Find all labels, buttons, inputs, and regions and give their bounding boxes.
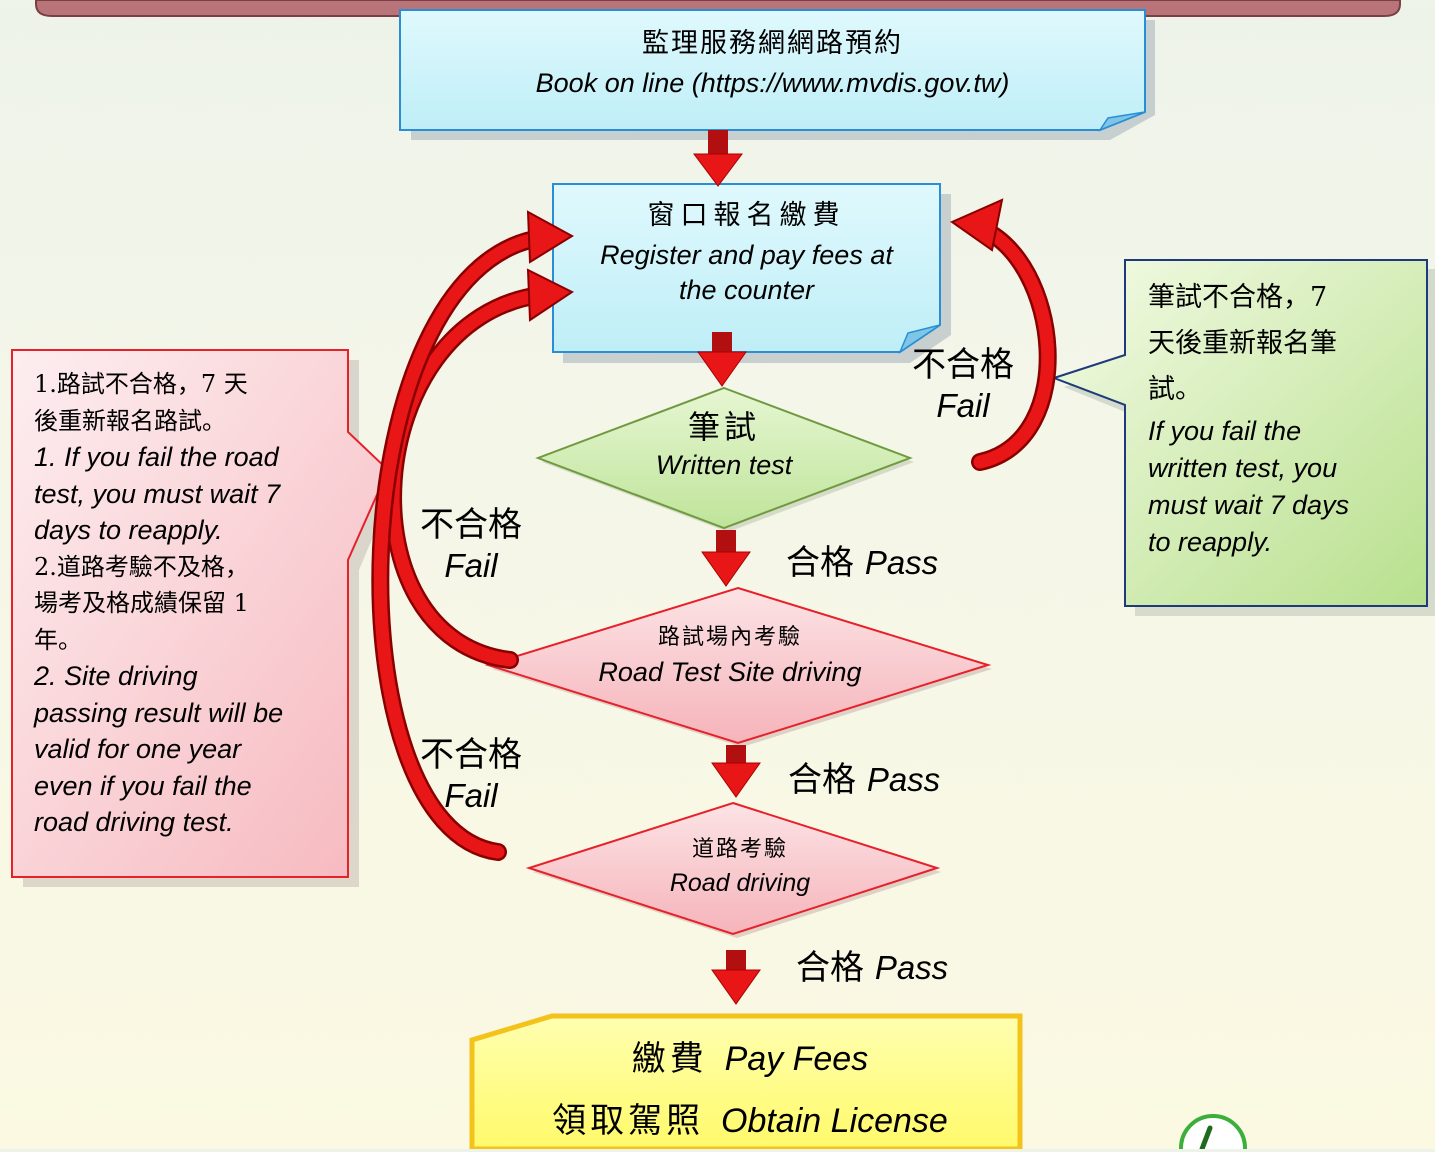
book-online-zh: 監理服務網網路預約 (642, 28, 903, 59)
register-zh: 窗口報名繳費 (647, 200, 846, 231)
fail-zh: 不合格 (420, 505, 522, 545)
fail-label-road: 不合格 Fail (406, 735, 536, 817)
left-note-en2a: 2. Site driving (34, 661, 198, 691)
fail-en: Fail (444, 547, 498, 585)
site-test-zh: 路試場內考驗 (657, 625, 802, 650)
final-label: 繳費 Pay Fees 領取駕照 Obtain License (500, 1028, 1000, 1152)
site-test-label: 路試場內考驗 Road Test Site driving (530, 625, 930, 689)
register-label: 窗口報名繳費 Register and pay fees at the coun… (553, 200, 940, 307)
pass-label-1: 合格 Pass (786, 543, 938, 584)
fail-en: Fail (444, 777, 498, 815)
left-note-zh2b: 場考及格成績保留 1 (34, 589, 249, 617)
final-pay-en: Pay Fees (724, 1040, 869, 1078)
left-note-en1b: test, you must wait 7 (34, 478, 281, 509)
left-note-en1c: days to reapply. (34, 515, 223, 545)
down-arrow-1 (693, 130, 743, 187)
road-test-label: 道路考驗 Road driving (600, 837, 880, 898)
left-note-zh2c: 年。 (34, 625, 82, 654)
left-note-en2d: even if you fail the (34, 770, 252, 801)
right-note-zh3: 試。 (1148, 374, 1202, 405)
final-line2: 領取駕照 Obtain License (500, 1090, 1000, 1152)
down-arrow-5 (711, 950, 761, 1005)
right-note-text: 筆試不合格，7 天後重新報名筆 試。 If you fail the writt… (1148, 275, 1413, 561)
final-line1: 繳費 Pay Fees (500, 1028, 1000, 1090)
fail-en: Fail (936, 387, 990, 425)
fail-zh: 不合格 (420, 735, 522, 775)
down-arrow-2 (697, 332, 747, 387)
pass-en: Pass (866, 761, 941, 798)
pass-zh: 合格 (786, 543, 854, 583)
final-pay-zh: 繳費 (631, 1039, 708, 1079)
right-note-en1: If you fail the (1148, 416, 1302, 446)
left-note-callout (11, 349, 397, 887)
fail-label-written: 不合格 Fail (898, 345, 1028, 427)
left-note-zh1a: 1.路試不合格，7 天 (34, 370, 248, 398)
right-note-callout (1050, 259, 1435, 616)
written-test-label: 筆試 Written test (578, 408, 870, 482)
pass-label-3: 合格 Pass (796, 948, 948, 989)
return-arrow-site (384, 268, 574, 669)
written-test-zh: 筆試 (687, 408, 760, 446)
left-note-text: 1.路試不合格，7 天 後重新報名路試。 1. If you fail the … (34, 366, 334, 841)
right-note-en4: to reapply. (1148, 527, 1273, 557)
final-license-en: Obtain License (721, 1102, 948, 1140)
site-test-diamond (484, 586, 992, 747)
left-note-en2b: passing result will be (34, 697, 284, 728)
register-en-line2: the counter (678, 274, 815, 305)
road-test-diamond (525, 801, 941, 938)
right-note-en2: written test, you (1148, 453, 1338, 483)
pass-zh: 合格 (788, 760, 856, 800)
down-arrow-4 (711, 745, 761, 798)
road-test-en: Road driving (669, 868, 811, 897)
road-test-zh: 道路考驗 (691, 837, 788, 862)
left-note-en2c: valid for one year (34, 734, 242, 764)
page-number-badge (1179, 1114, 1247, 1149)
return-arrow-road (371, 210, 574, 861)
return-arrow-written (949, 198, 1057, 471)
left-note-en2e: road driving test. (34, 807, 234, 837)
pass-en: Pass (874, 949, 949, 986)
right-note-zh1: 筆試不合格，7 (1148, 282, 1328, 313)
written-test-diamond (535, 386, 914, 532)
fail-zh: 不合格 (912, 345, 1014, 385)
site-test-en: Road Test Site driving (598, 656, 862, 687)
book-online-en: Book on line (https://www.mvdis.gov.tw) (535, 67, 1010, 98)
final-box (469, 1013, 1023, 1149)
book-online-box (399, 9, 1155, 140)
right-note-en3: must wait 7 days (1148, 490, 1350, 520)
left-note-en1a: 1. If you fail the road (34, 442, 279, 472)
pass-label-2: 合格 Pass (788, 760, 940, 801)
book-online-label: 監理服務網網路預約 Book on line (https://www.mvdi… (400, 28, 1145, 100)
right-note-zh2: 天後重新報名筆 (1148, 328, 1337, 359)
written-test-en: Written test (655, 450, 793, 481)
final-license-zh: 領取駕照 (552, 1101, 705, 1141)
register-en-line1: Register and pay fees at (600, 239, 893, 270)
pass-en: Pass (864, 544, 939, 581)
pass-zh: 合格 (796, 948, 864, 988)
left-note-zh2a: 2.道路考驗不及格， (34, 552, 249, 581)
down-arrow-3 (701, 530, 751, 587)
left-note-zh1b: 後重新報名路試。 (34, 406, 226, 435)
register-box (552, 183, 951, 363)
fail-label-site: 不合格 Fail (406, 505, 536, 587)
